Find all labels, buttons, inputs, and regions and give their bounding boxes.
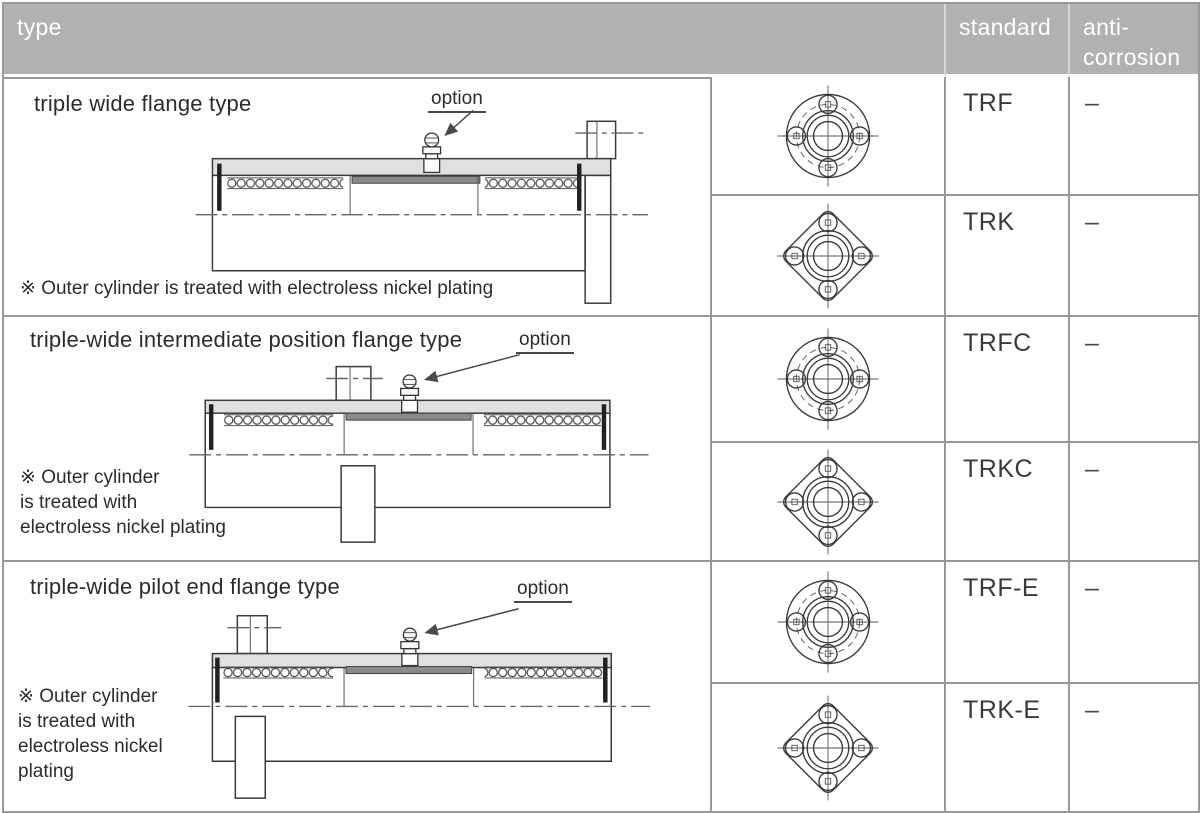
side-view-drawing-intermediate-flange [189,353,649,543]
standard-code: TRKC [946,443,1070,562]
grease-nipple [399,374,420,413]
front-view-cell-trk [712,196,946,317]
front-view-cell-trk-e [712,684,946,811]
standard-code: TRK [946,196,1070,317]
round-flange-front-view [777,328,879,430]
plating-note: ※ Outer cylinder is treated with electro… [20,467,226,538]
round-flange-front-view [777,84,879,187]
anti-corrosion-value: – [1070,196,1198,317]
header-anti-corrosion: anti-corrosion [1070,4,1198,77]
front-view-cell-trfc [712,317,946,443]
bolt-holes [786,94,870,177]
anti-corrosion-value: – [1070,77,1198,196]
bolt-holes [784,458,872,545]
bolt-holes [784,704,872,791]
plating-note: ※ Outer cylinder is treated with electro… [18,686,163,782]
round-flange-front-view [777,571,879,673]
anti-corrosion-value: – [1070,562,1198,684]
option-label: option [428,88,486,113]
header-type: type [4,4,946,77]
block-title: triple wide flange type [34,91,252,116]
front-view-cell-trf [712,77,946,196]
header-standard: standard [946,4,1070,77]
standard-code: TRFC [946,317,1070,443]
square-flange-front-view [777,695,879,800]
front-view-cell-trkc [712,443,946,562]
type-cell-triple-wide-flange: triple wide flange type option ※ Outer c… [4,77,712,317]
standard-code: TRF [946,77,1070,196]
standard-code: TRF-E [946,562,1070,684]
grease-nipple [400,627,420,667]
bolt-holes [786,337,870,421]
plating-note: ※ Outer cylinder is treated with electro… [20,278,494,299]
option-label: option [514,578,572,603]
bolt-holes [784,212,872,299]
type-cell-pilot-end-flange: triple-wide pilot end flange type option… [4,562,712,811]
block-title: triple-wide intermediate position flange… [30,327,463,352]
front-view-cell-trf-e [712,562,946,684]
block-title: triple-wide pilot end flange type [30,574,340,599]
square-flange-front-view [777,449,879,554]
option-label: option [516,329,574,354]
side-view-drawing-pilot-end-flange [188,607,651,799]
anti-corrosion-value: – [1070,317,1198,443]
type-cell-intermediate-flange: triple-wide intermediate position flange… [4,317,712,562]
anti-corrosion-value: – [1085,696,1099,724]
anti-corrosion-value: – [1070,443,1198,562]
standard-code: TRK-E [946,684,1070,811]
bolt-holes [786,580,870,664]
square-flange-front-view [777,203,879,308]
grease-nipple [422,132,442,174]
side-view-drawing-end-flange [195,109,649,304]
